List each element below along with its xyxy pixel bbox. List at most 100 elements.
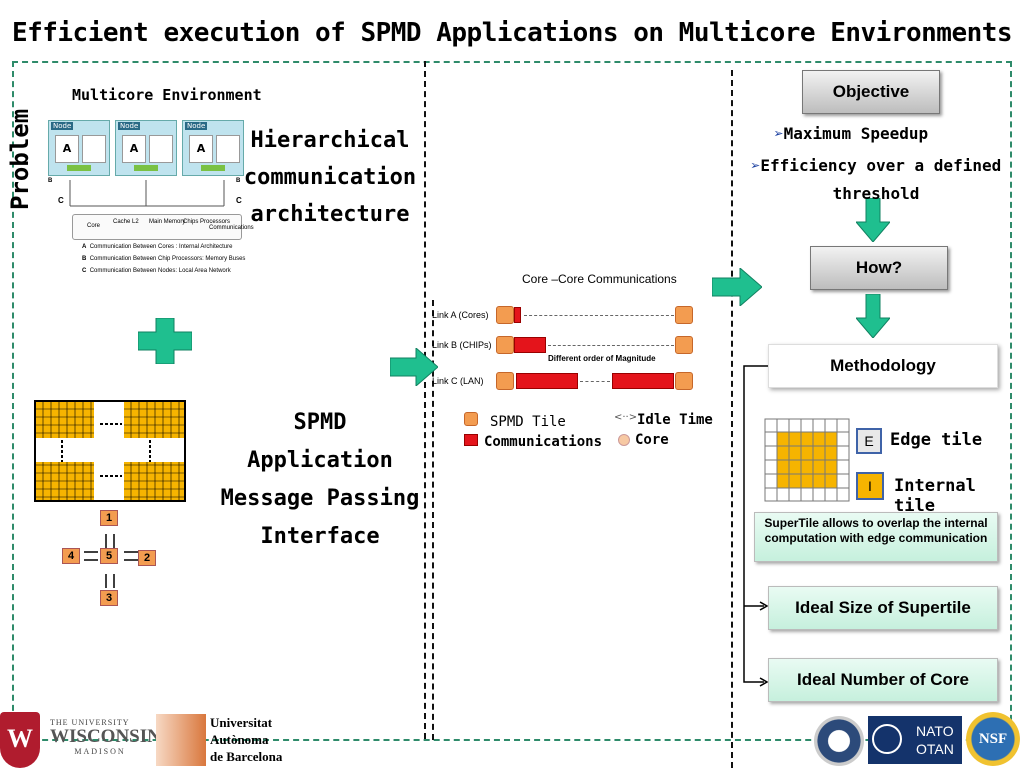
node-label: Node [51,122,74,130]
core-chip: A [122,135,146,163]
link-b-label: Link B (CHIPs) [432,340,492,350]
wisconsin-top-text: THE UNIVERSITY [50,718,130,727]
legend-idle: Idle Time [637,412,713,428]
tile-4: 4 [62,548,80,564]
tile-5: 5 [100,548,118,564]
right-arrow-icon [390,348,438,386]
supertile-note: SuperTile allows to overlap the internal… [754,512,998,562]
memory-block [134,165,158,171]
tile-1: 1 [100,510,118,526]
core-square [496,372,514,390]
methodology-box: Methodology [768,344,998,388]
c-label: C [58,196,64,205]
legend-cache: Cache L2 [113,219,139,225]
note-b: B Communication Between Chip Processors:… [82,256,246,262]
comm-bar [514,337,546,353]
wisconsin-logo: THE UNIVERSITY WISCONSIN MADISON [50,718,161,756]
memory-block [201,165,225,171]
ideal-size-box: Ideal Size of Supertile [768,586,998,630]
right-arrow-icon [712,268,762,306]
problem-label: Problem [6,108,34,210]
wisconsin-crest-logo: W [0,712,40,768]
core-chip [82,135,106,163]
legend-core: Core [635,432,669,448]
multicore-legend: Core Cache L2 Main Memory Chips Processo… [72,214,254,240]
core-chip: A [55,135,79,163]
nsf-logo: NSF [966,712,1020,766]
objective-bullet: ➢Efficiency over a defined threshold [750,156,1002,203]
legend-core: Core [87,223,101,229]
core-chip [216,135,240,163]
node-label: Node [118,122,141,130]
wisconsin-mid-text: WISCONSIN [50,726,161,747]
uab-logo: Universitat Autònoma de Barcelona [210,715,283,764]
core-square [675,336,693,354]
core-square [675,372,693,390]
legend-communications: Communications [484,434,603,450]
methodology-connector [743,365,769,687]
idle-line [524,315,674,316]
spmd-tile-grid [34,400,186,502]
core-chip [149,135,173,163]
b-label: B [48,178,53,184]
b-label: B [236,178,241,184]
neighbor-arrows-icon [84,534,138,588]
core-comm-title: Core –Core Communications [522,272,677,286]
tile-2: 2 [138,550,156,566]
idle-line [580,381,610,382]
link-c-label: Link C (LAN) [432,376,484,386]
wisconsin-bottom-text: MADISON [74,747,126,756]
plus-icon [138,318,192,364]
ideal-cores-box: Ideal Number of Core [768,658,998,702]
core-square [675,306,693,324]
nato-logo: NATO OTAN [868,716,962,764]
multicore-heading: Multicore Environment [72,86,262,104]
multicore-diagram: Node A Node A Node A B B C C Core Cache … [46,118,254,278]
link-a-label: Link A (Cores) [432,310,489,320]
spmd-text: SPMD Application Message Passing Interfa… [220,410,420,549]
bullet-arrow-icon: ➢ [750,156,761,175]
edge-tile-icon: E [856,428,882,454]
objective-button[interactable]: Objective [802,70,940,114]
comm-bar [516,373,578,389]
down-arrow-icon [856,294,890,338]
node-box: Node A [182,120,244,176]
idle-arrow-icon: <··> [614,412,638,423]
content-frame [12,61,1012,741]
memory-block [67,165,91,171]
edge-tile-label: Edge tile [890,430,983,450]
objective-bullet: ➢Maximum Speedup [774,124,929,143]
divider-left-lower [432,300,434,740]
legend-comm-swatch [464,434,478,446]
dhs-seal-logo [814,716,864,766]
legend-spmd-tile: SPMD Tile [490,414,566,430]
hierarchical-text: Hierarchical communication architecture [243,128,417,227]
comm-bar [514,307,521,323]
legend-tile-swatch [464,412,478,426]
node-box: Node A [115,120,177,176]
legend-memory: Main Memory [149,219,186,225]
uab-logo-graphic [156,714,206,766]
lan-connector-icon [69,180,225,207]
internal-tile-icon: I [856,472,884,500]
internal-tile-label: Internal tile [894,476,976,516]
core-square [496,306,514,324]
tile-3: 3 [100,590,118,606]
core-chip: A [189,135,213,163]
divider-left [424,61,426,739]
node-label: Node [185,122,208,130]
legend-chips: Chips Processors [183,219,231,225]
note-a: A Communication Between Cores : Internal… [82,244,233,250]
how-button[interactable]: How? [810,246,948,290]
comm-bar [612,373,674,389]
core-dot-icon [618,434,630,446]
magnitude-note: Different order of Magnitude [548,354,656,363]
note-c: C Communication Between Nodes: Local Are… [82,268,231,274]
page-title: Efficient execution of SPMD Applications… [11,18,1013,48]
bullet-arrow-icon: ➢ [774,124,784,143]
core-square [496,336,514,354]
down-arrow-icon [856,198,890,242]
neighbor-tiles: 1 2 3 4 5 [58,508,168,608]
legend-comm: Communications [209,225,254,231]
idle-line [548,345,674,346]
